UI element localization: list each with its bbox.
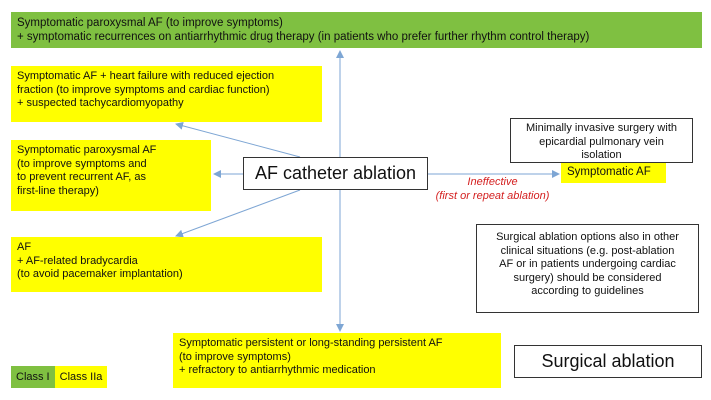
box-text-line: isolation	[581, 149, 622, 161]
ineffective-line: (first or repeat ablation)	[435, 189, 550, 202]
box-text-line: epicardial pulmonary vein	[539, 135, 664, 148]
bradycardia-box: AF + AF-related bradycardia (to avoid pa…	[11, 237, 322, 292]
box-text-line: first-line therapy)	[17, 184, 99, 197]
legend-class-iia: Class IIa	[54, 366, 108, 388]
note-line: clinical situations (e.g. post-ablation	[500, 244, 675, 257]
box-text-line: AF	[17, 241, 32, 253]
ineffective-label: Ineffective (first or repeat ablation)	[425, 176, 560, 203]
arrow-to-bradycardia	[175, 189, 301, 238]
box-text-line: + AF-related bradycardia	[17, 254, 138, 267]
persistent-af-box: Symptomatic persistent or long-standing …	[173, 333, 501, 388]
surgical-options-note: Surgical ablation options also in other …	[476, 224, 699, 313]
box-text-line: Minimally invasive surgery with	[526, 122, 677, 134]
box-text-line: Symptomatic persistent or long-standing …	[179, 337, 443, 349]
ineffective-line: Ineffective	[467, 176, 518, 188]
surgical-ablation-box: Surgical ablation	[514, 345, 702, 378]
box-text-line: (to avoid pacemaker implantation)	[17, 268, 183, 280]
heart-failure-box: Symptomatic AF + heart failure with redu…	[11, 66, 322, 122]
note-line: according to guidelines	[531, 285, 644, 297]
box-text-line: (to improve symptoms and	[17, 157, 147, 170]
box-text-line: Symptomatic paroxysmal AF (to improve sy…	[17, 17, 283, 29]
note-line: surgery) should be considered	[513, 271, 662, 284]
legend-class-i: Class I	[11, 366, 55, 388]
box-text-line: Symptomatic AF + heart failure with redu…	[17, 70, 275, 82]
arrow-to-heart-failure	[175, 121, 301, 158]
minimally-invasive-surgery-box: Minimally invasive surgery with epicardi…	[510, 118, 693, 163]
box-text-line: to prevent recurrent AF, as	[17, 171, 147, 183]
af-catheter-ablation-box: AF catheter ablation	[243, 157, 428, 190]
first-line-box: Symptomatic paroxysmal AF (to improve sy…	[11, 140, 211, 211]
symptomatic-af-box: Symptomatic AF	[561, 163, 666, 183]
note-line: Surgical ablation options also in other	[496, 231, 679, 243]
box-text-line: + suspected tachycardiomyopathy	[17, 97, 184, 109]
class-legend: Class I Class IIa	[11, 366, 108, 388]
box-text-line: fraction (to improve symptoms and cardia…	[17, 83, 270, 96]
paroxysmal-top-box: Symptomatic paroxysmal AF (to improve sy…	[11, 12, 702, 48]
box-text-line: + symptomatic recurrences on antiarrhyth…	[17, 31, 590, 43]
box-text-line: + refractory to antiarrhythmic medicatio…	[179, 364, 376, 376]
box-text-line: Symptomatic paroxysmal AF	[17, 144, 157, 156]
box-text-line: (to improve symptoms)	[179, 350, 291, 363]
note-line: AF or in patients undergoing cardiac	[499, 258, 676, 270]
